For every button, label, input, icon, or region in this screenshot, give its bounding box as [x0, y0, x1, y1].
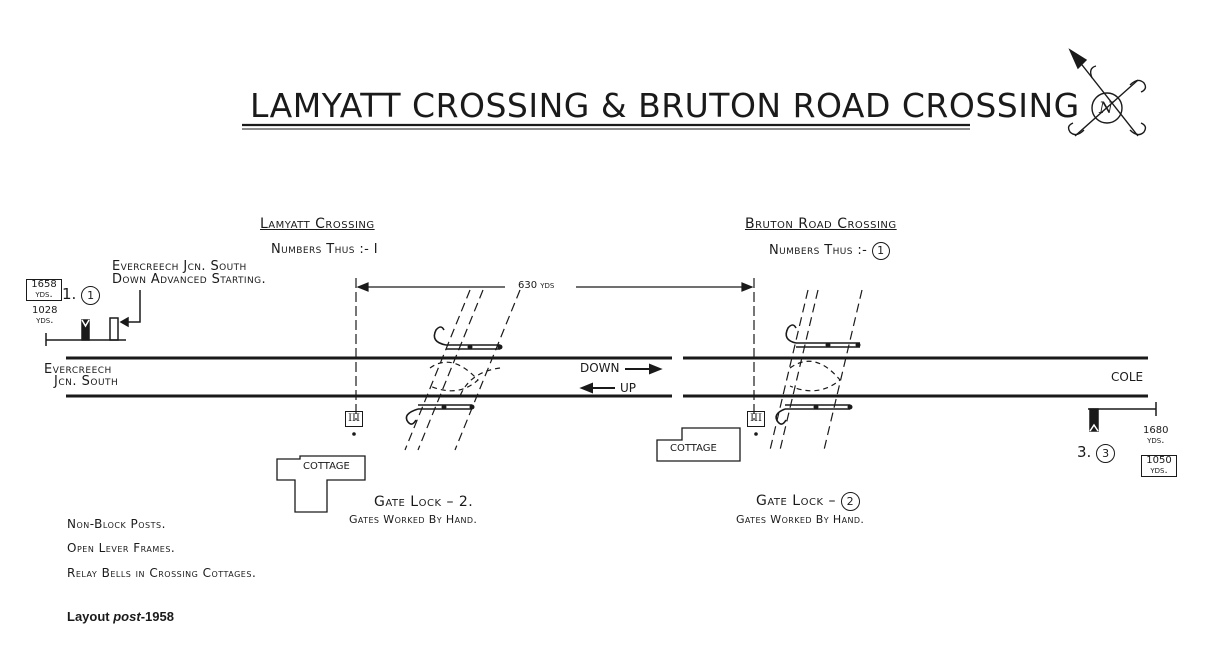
lamyatt-cottage	[276, 455, 366, 513]
right-signal	[1088, 402, 1157, 432]
right-dist-bottom: 1050 yds.	[1141, 455, 1177, 477]
lamyatt-gate-posts	[441, 344, 503, 410]
bruton-frame-dot	[754, 432, 758, 436]
bruton-numbers-circled: 1	[871, 242, 890, 260]
direction-arrows	[579, 363, 663, 394]
up-label: UP	[620, 381, 637, 395]
lamyatt-gates	[405, 326, 500, 425]
left-signal-number-text: 1.	[62, 285, 77, 303]
right-dist-bottom-value: 1050	[1146, 455, 1172, 466]
lamyatt-heading: Lamyatt Crossing	[260, 216, 375, 232]
left-signal-note-2: Down Advanced Starting.	[112, 272, 267, 287]
lamyatt-lever-frame: III	[345, 411, 363, 427]
bruton-gate-note: Gates Worked By Hand.	[736, 513, 865, 526]
left-dist-bottom-value: 1028	[32, 305, 58, 316]
distance-label: 630 yds	[518, 280, 555, 291]
left-signal-number-circled: 1	[81, 286, 101, 305]
bruton-cottage	[656, 427, 741, 462]
right-signal-number: 3. 3	[1077, 443, 1116, 463]
left-signal	[45, 290, 141, 346]
lamyatt-road	[404, 289, 521, 451]
right-dist-top-unit: yds.	[1147, 435, 1165, 446]
bruton-lever-frame: III	[747, 411, 765, 427]
left-dist-bottom: 1028 yds.	[32, 306, 57, 326]
note-2: Open Lever Frames.	[67, 541, 176, 555]
page-title: LAMYATT CROSSING & BRUTON ROAD CROSSING	[250, 86, 1080, 125]
caption-suffix: -1958	[140, 609, 174, 624]
down-label: DOWN	[580, 361, 620, 375]
lamyatt-numbers-note: Numbers Thus :- I	[271, 242, 379, 257]
running-lines	[66, 356, 1148, 398]
caption-italic: post	[113, 609, 141, 624]
bruton-gate-lock-text: Gate Lock –	[756, 493, 841, 509]
bruton-gate-posts	[813, 342, 861, 410]
compass-icon	[1067, 48, 1147, 137]
right-place: COLE	[1111, 370, 1144, 384]
lamyatt-frame-dot	[352, 432, 356, 436]
bruton-numbers-text: Numbers Thus :-	[769, 243, 872, 258]
caption-prefix: Layout	[67, 609, 114, 624]
left-dist-top: 1658 yds.	[26, 279, 62, 301]
left-signal-number: 1. 1	[62, 285, 101, 305]
right-signal-number-text: 3.	[1077, 443, 1092, 461]
left-place: Evercreech Jcn. South	[44, 362, 119, 389]
bruton-cottage-label: COTTAGE	[670, 443, 717, 454]
bruton-numbers-note: Numbers Thus :- 1	[769, 242, 890, 260]
right-dist-top: 1680 yds.	[1143, 426, 1168, 446]
note-1: Non-Block Posts.	[67, 517, 166, 531]
distance-dimension	[355, 278, 755, 420]
bruton-gate-lock-circled: 2	[840, 492, 860, 511]
layout-caption: Layout post-1958	[67, 609, 174, 624]
lamyatt-gate-lock: Gate Lock – 2.	[374, 494, 474, 510]
bruton-road	[769, 289, 863, 451]
right-dist-bottom-unit: yds.	[1150, 465, 1168, 476]
lamyatt-cottage-label: COTTAGE	[303, 461, 350, 472]
bruton-gate-lock: Gate Lock – 2	[756, 492, 860, 511]
left-dist-top-unit: yds.	[35, 289, 53, 300]
right-signal-number-circled: 3	[1096, 444, 1116, 463]
note-3: Relay Bells in Crossing Cottages.	[67, 566, 257, 580]
left-signal-note-1: Evercreech Jcn. South	[112, 259, 247, 274]
lamyatt-gate-note: Gates Worked By Hand.	[349, 513, 478, 526]
bruton-heading: Bruton Road Crossing	[745, 216, 897, 232]
left-place-line1: Evercreech	[44, 362, 112, 377]
bruton-gates	[775, 324, 860, 425]
left-place-line2: Jcn. South	[54, 374, 119, 389]
right-dist-top-value: 1680	[1143, 425, 1169, 436]
left-dist-top-value: 1658	[31, 279, 57, 290]
compass-letter: N	[1099, 98, 1113, 117]
left-dist-bottom-unit: yds.	[36, 315, 54, 326]
